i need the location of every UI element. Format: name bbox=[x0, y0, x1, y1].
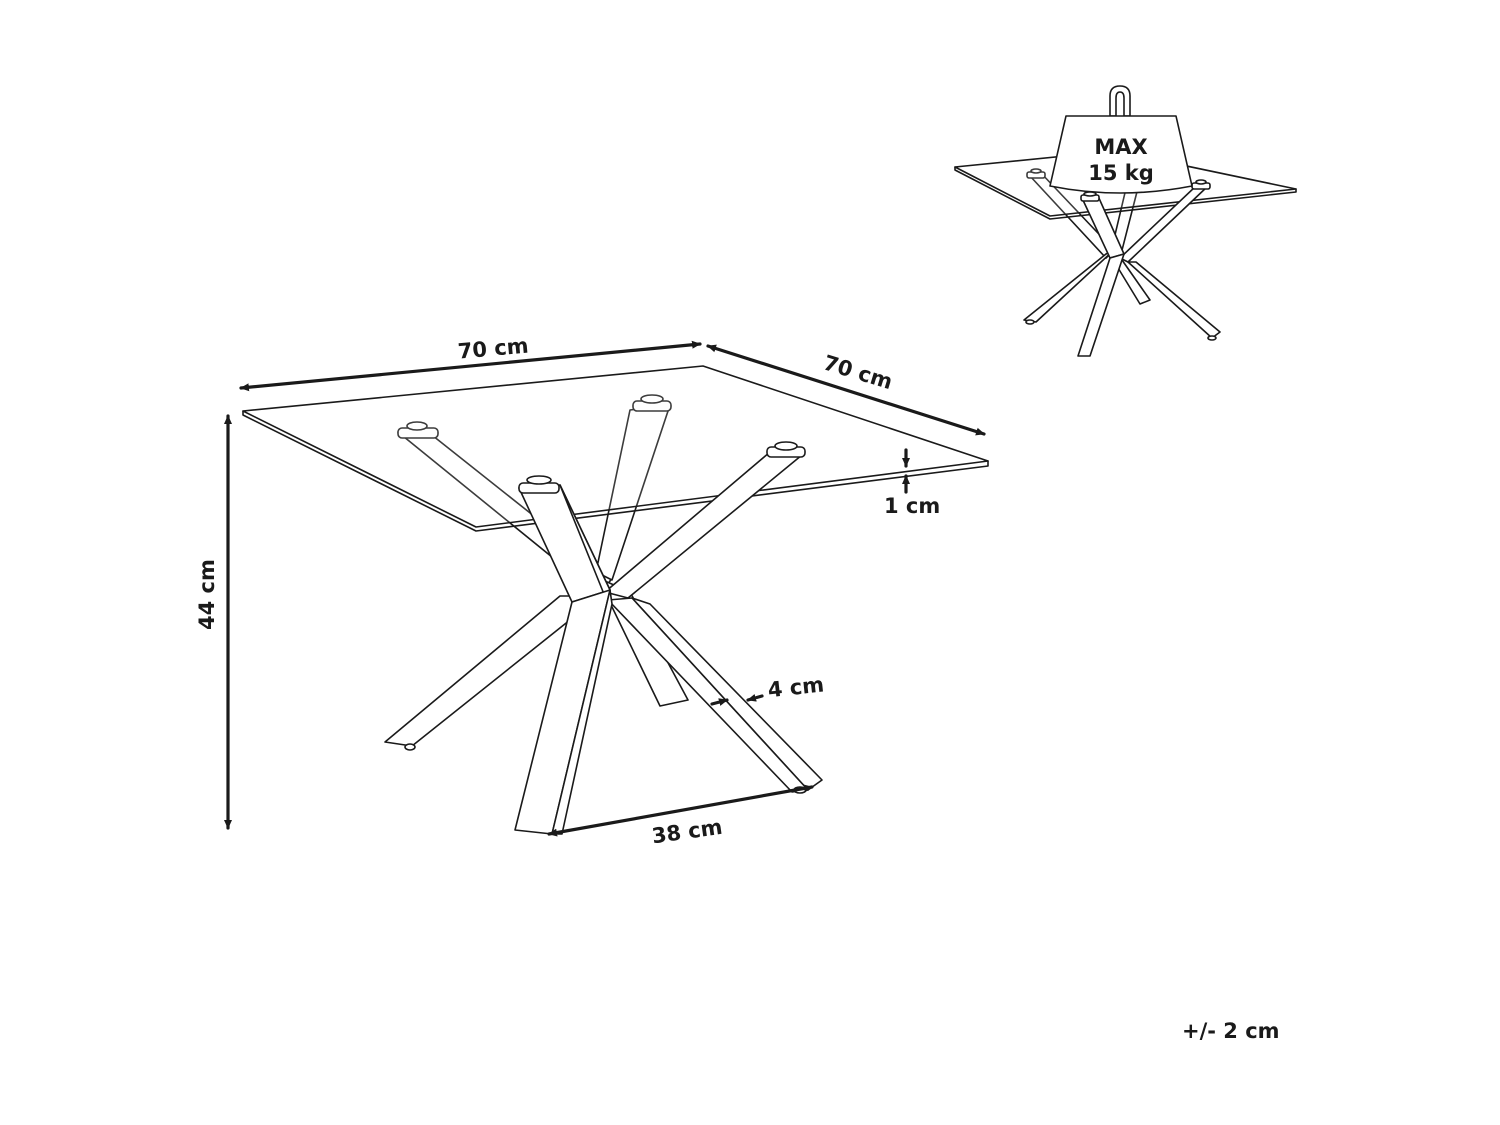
width-dimension-arrow bbox=[239, 340, 702, 392]
leg-width-arrow-left bbox=[710, 698, 729, 706]
depth-dimension-arrow bbox=[706, 344, 986, 436]
main-table-drawing: 70 cm 70 cm 44 cm 1 cm 4 cm 38 cm bbox=[195, 333, 989, 849]
leg-width-arrow-right bbox=[746, 693, 764, 702]
table-leg-front-left bbox=[514, 475, 613, 835]
max-load-label: MAX bbox=[1094, 135, 1147, 159]
height-label: 44 cm bbox=[195, 559, 219, 630]
width-label: 70 cm bbox=[457, 333, 530, 363]
thickness-label: 1 cm bbox=[884, 494, 940, 518]
depth-label: 70 cm bbox=[821, 351, 896, 395]
max-load-value: 15 kg bbox=[1088, 161, 1154, 185]
leg-width-label: 4 cm bbox=[767, 672, 825, 702]
table-leg-front-right bbox=[604, 441, 823, 794]
tolerance-note: +/- 2 cm bbox=[1182, 1019, 1280, 1043]
leg-spread-label: 38 cm bbox=[650, 815, 724, 849]
load-capacity-illustration: MAX 15 kg bbox=[954, 85, 1297, 357]
weight-icon bbox=[1049, 85, 1193, 194]
leg-spread-arrow bbox=[547, 784, 814, 837]
glass-table-top bbox=[242, 365, 989, 532]
